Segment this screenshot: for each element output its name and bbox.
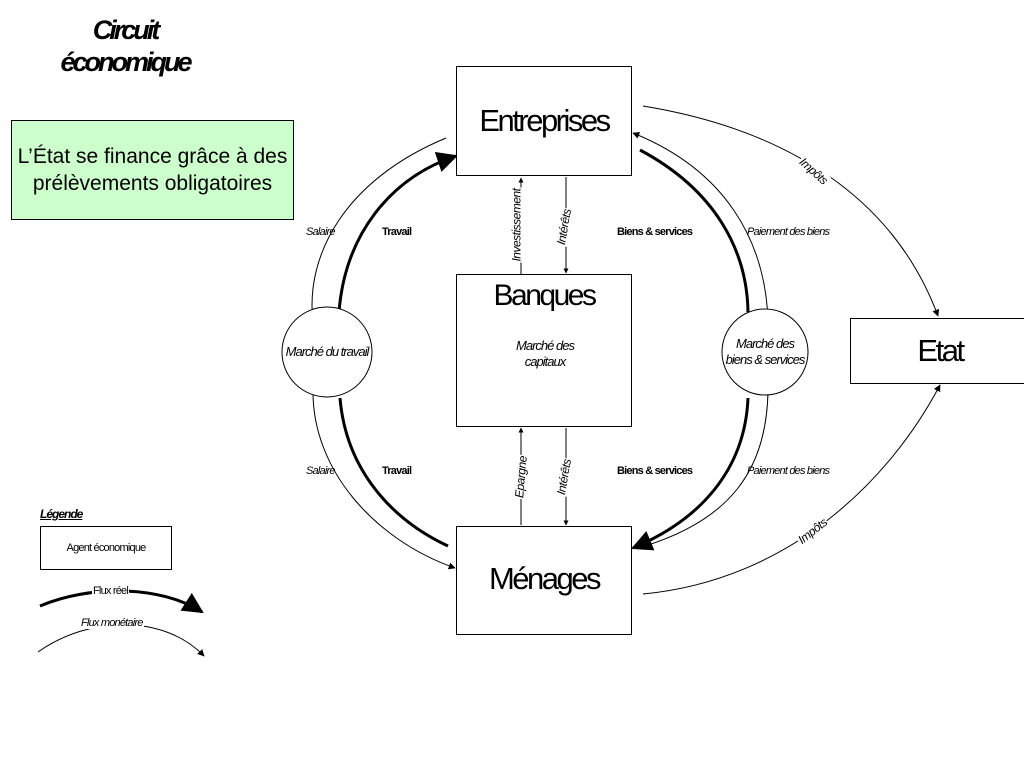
box-etat: Etat [850, 318, 1024, 384]
note-box: L’État se finance grâce à des prélèvemen… [11, 120, 294, 220]
arrow-paiement-bottom [644, 389, 769, 547]
arrow-travail-top [337, 152, 458, 313]
label-travail-bottom: Travail [382, 465, 412, 477]
title-line-2: économique [60, 47, 192, 78]
legend-flux-monetaire-label: Flux monétaire [80, 617, 144, 629]
arrow-biens-bottom [631, 397, 750, 551]
label-salaire-top: Salaire [306, 226, 335, 238]
label-entreprises: Entreprises [479, 103, 611, 138]
legend-arrow-flux-monetaire [37, 624, 205, 657]
legend-flux-reel-label: Flux réel [92, 585, 129, 597]
legend-agent-box: Agent économique [40, 526, 172, 570]
label-marche-biens: Marché des biens & services [725, 335, 806, 367]
label-biens-bottom: Biens & services [617, 465, 693, 477]
label-paiement-bottom: Paiement des biens [747, 465, 830, 477]
arrow-paiement-top [632, 132, 769, 321]
arrow-salaire-bottom [312, 389, 456, 570]
diagram-title: Circuit économique [20, 14, 230, 79]
label-menages: Ménages [488, 561, 602, 596]
legend-title: Légende [40, 507, 83, 521]
arrow-impots-top [642, 105, 940, 317]
circle-marche-biens [721, 308, 809, 396]
box-entreprises: Entreprises [456, 66, 632, 176]
arrow-travail-bottom [338, 397, 449, 548]
arrow-biens-top [639, 148, 750, 313]
label-marche-capitaux: Marché des capitaux [516, 337, 575, 369]
label-travail-top: Travail [382, 226, 412, 238]
label-paiement-top: Paiement des biens [747, 226, 830, 238]
arrow-salaire-top [311, 137, 447, 323]
note-text: L’État se finance grâce à des prélèvemen… [17, 144, 288, 195]
box-banques: Banques [456, 274, 632, 427]
circle-marche-travail [281, 306, 373, 398]
label-banques: Banques [493, 279, 597, 312]
label-etat: Etat [917, 333, 965, 368]
label-salaire-bottom: Salaire [306, 465, 335, 477]
label-marche-travail: Marché du travail [285, 343, 370, 359]
label-biens-top: Biens & services [617, 226, 693, 238]
label-investissement: Investissement [509, 187, 524, 263]
arrow-impots-bottom [642, 384, 941, 595]
box-menages: Ménages [456, 526, 632, 635]
title-line-1: Circuit [92, 15, 161, 45]
legend-agent-label: Agent économique [66, 542, 147, 554]
